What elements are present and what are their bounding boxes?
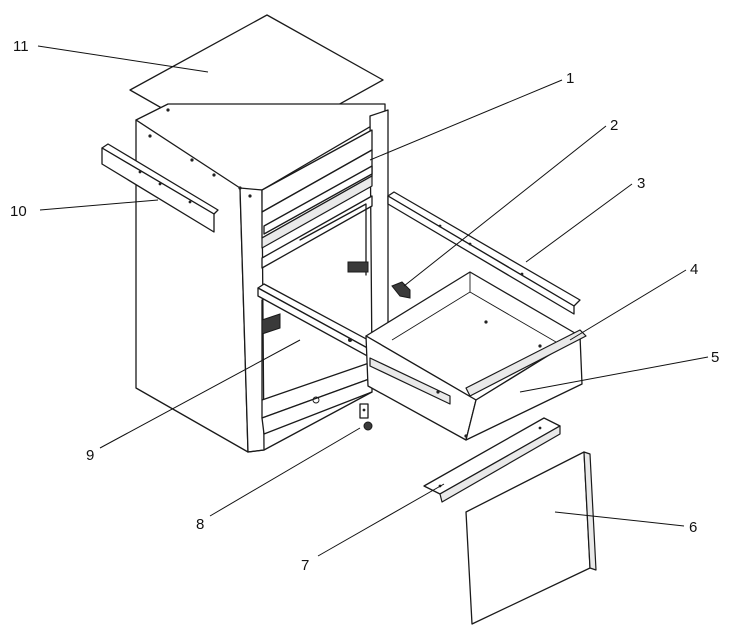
callout-4: 4 (690, 261, 698, 278)
leader-lines (37, 45, 709, 557)
drawer-pull-strip (423, 417, 561, 503)
cabinet-body (135, 103, 389, 453)
drawer-box (365, 271, 587, 441)
drawer-front-panel (465, 451, 597, 625)
callout-3: 3 (637, 175, 645, 192)
callout-5: 5 (711, 349, 719, 366)
drawer-clip (391, 281, 411, 299)
callout-6: 6 (689, 519, 697, 536)
callout-11: 11 (13, 38, 29, 55)
callout-8: 8 (196, 516, 204, 533)
callout-1: 1 (566, 70, 574, 87)
callout-10: 10 (10, 203, 27, 220)
left-slide-rail (101, 143, 219, 233)
callout-labels: 11 1 2 3 4 5 6 7 8 9 10 (10, 38, 719, 574)
lock-cam (359, 403, 373, 431)
callout-9: 9 (86, 447, 94, 464)
callout-7: 7 (301, 557, 309, 574)
right-slide-rail (387, 191, 581, 315)
callout-2: 2 (610, 117, 618, 134)
upper-slide-rail (263, 165, 373, 235)
